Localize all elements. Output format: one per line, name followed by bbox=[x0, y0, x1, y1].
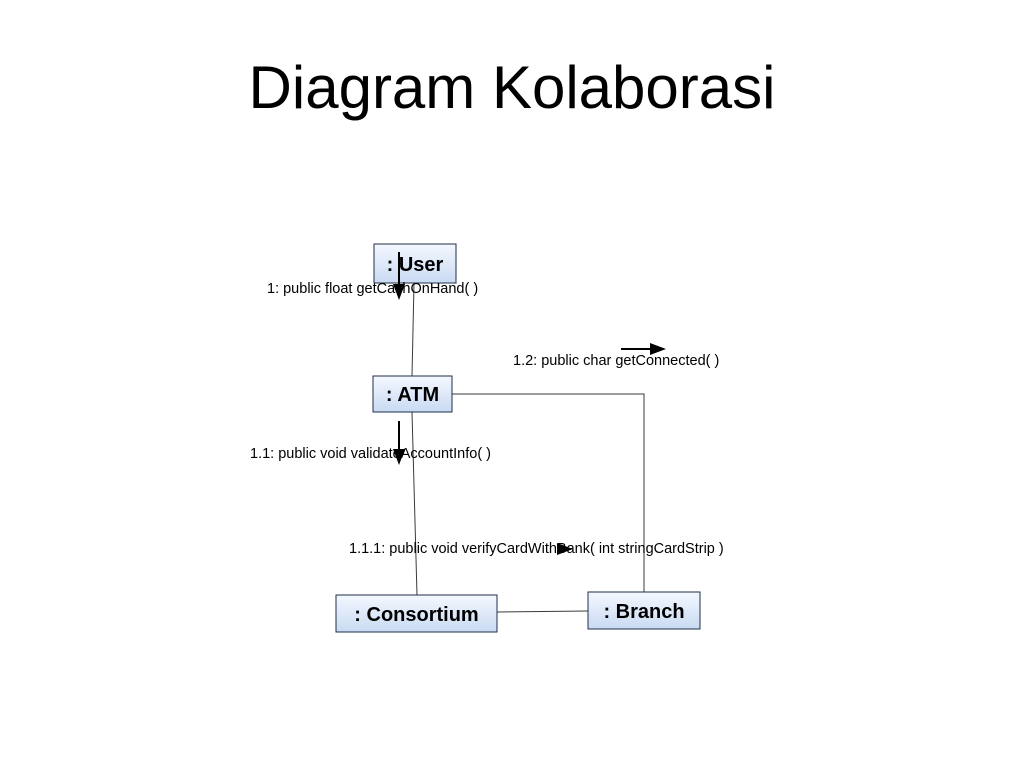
message-1-1-label: 1.1: public void validateAccountInfo( ) bbox=[250, 446, 491, 462]
message-1: 1: public float getCashOnHand( ) bbox=[267, 252, 478, 300]
message-1-2: 1.2: public char getConnected( ) bbox=[513, 343, 719, 369]
object-atm-label: : ATM bbox=[386, 384, 439, 406]
link-atm-consortium bbox=[411, 411, 418, 596]
message-1-1-1-arrowhead bbox=[557, 543, 573, 555]
object-branch-label: : Branch bbox=[603, 601, 684, 623]
message-1-1-1: 1.1.1: public void verifyCardWithBank( i… bbox=[349, 541, 724, 557]
object-user-label: : User bbox=[387, 254, 444, 276]
message-1-1-arrowhead bbox=[393, 449, 405, 465]
message-1-1-1-label: 1.1.1: public void verifyCardWithBank( i… bbox=[349, 541, 724, 557]
link-user-atm bbox=[411, 282, 415, 377]
object-consortium[interactable]: : Consortium bbox=[335, 594, 498, 633]
message-1-arrowhead bbox=[393, 284, 405, 300]
object-atm-box bbox=[372, 375, 453, 413]
object-consortium-label: : Consortium bbox=[354, 604, 478, 626]
object-user[interactable]: : User bbox=[373, 243, 457, 284]
link-consortium-branch bbox=[496, 610, 589, 613]
message-1-label: 1: public float getCashOnHand( ) bbox=[267, 281, 478, 297]
message-1-2-arrowhead bbox=[650, 343, 666, 355]
page-title: Diagram Kolaborasi bbox=[248, 54, 776, 121]
object-user-box bbox=[373, 243, 457, 284]
message-1-1: 1.1: public void validateAccountInfo( ) bbox=[250, 421, 491, 465]
link-atm-branch bbox=[452, 393, 645, 592]
object-consortium-box bbox=[335, 594, 498, 633]
message-1-2-label: 1.2: public char getConnected( ) bbox=[513, 353, 719, 369]
object-atm[interactable]: : ATM bbox=[372, 375, 453, 413]
object-branch[interactable]: : Branch bbox=[587, 591, 701, 630]
object-branch-box bbox=[587, 591, 701, 630]
